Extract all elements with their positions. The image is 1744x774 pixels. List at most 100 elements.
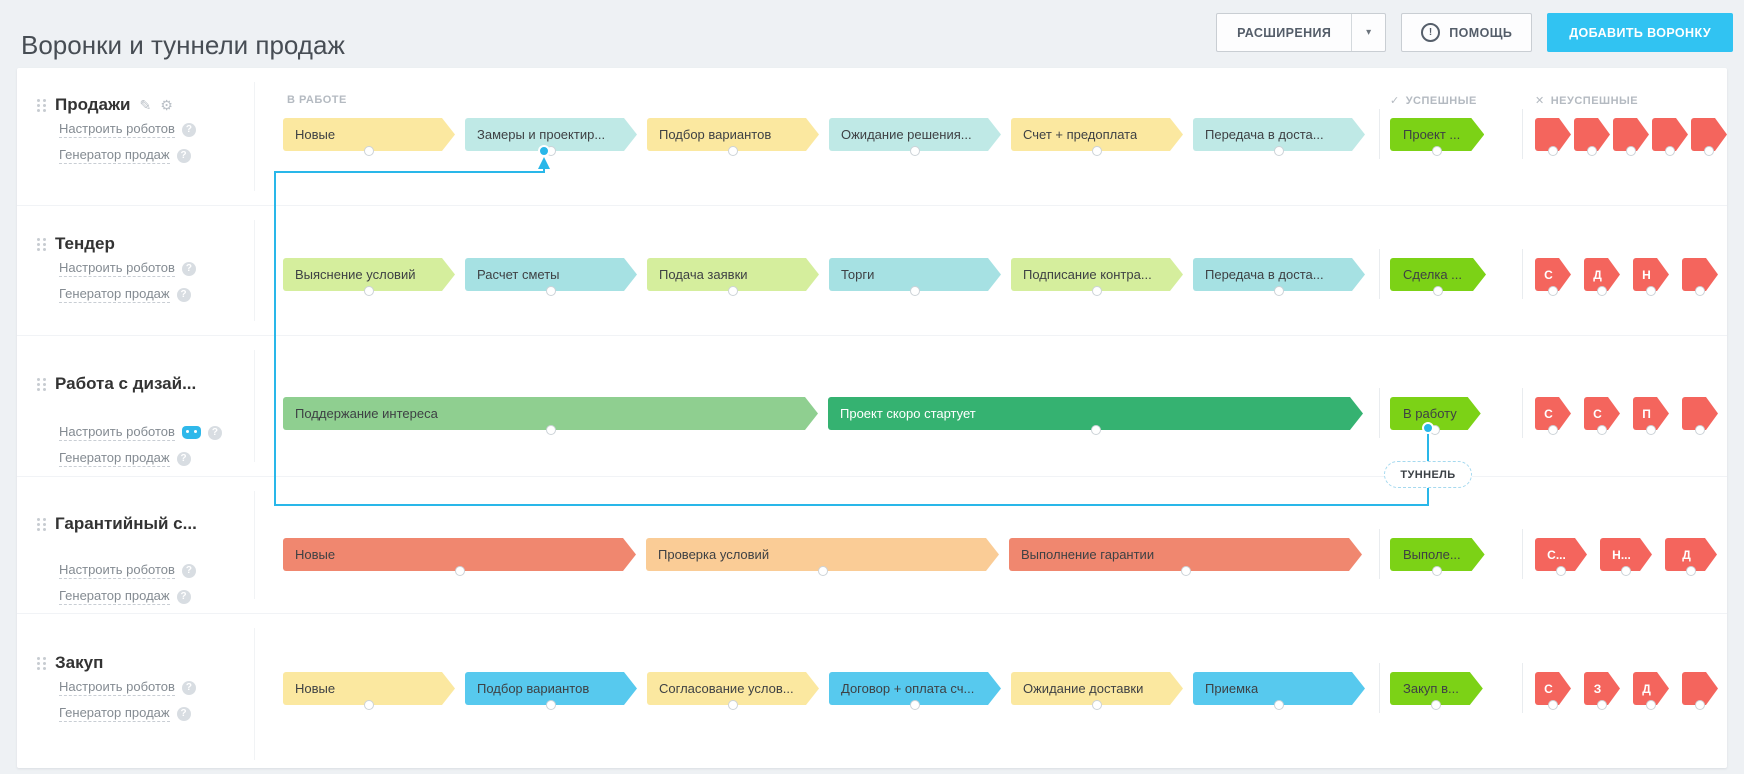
stage-handle[interactable] <box>1274 700 1284 710</box>
help-button[interactable]: ! ПОМОЩЬ <box>1401 13 1533 52</box>
stage-handle[interactable] <box>1433 286 1443 296</box>
stage-chevron[interactable]: Новые <box>283 118 455 151</box>
drag-handle-icon[interactable] <box>37 517 46 532</box>
drag-handle-icon[interactable] <box>37 237 46 252</box>
settings-gear-icon[interactable]: ⚙ <box>160 96 173 113</box>
stage-handle[interactable] <box>1431 700 1442 710</box>
success-stage-chevron[interactable]: Закуп в... <box>1390 672 1483 705</box>
stage-handle[interactable] <box>545 425 556 435</box>
stage-handle[interactable] <box>1548 286 1558 296</box>
drag-handle-icon[interactable] <box>37 98 46 113</box>
stage-handle[interactable] <box>364 146 374 156</box>
stage-handle[interactable] <box>1274 146 1284 156</box>
help-badge-icon[interactable]: ? <box>176 589 191 604</box>
help-badge-icon[interactable]: ? <box>176 451 191 466</box>
help-badge-icon[interactable]: ? <box>207 425 222 440</box>
stage-handle[interactable] <box>817 566 828 576</box>
stage-handle[interactable] <box>910 146 920 156</box>
stage-handle[interactable] <box>1548 700 1558 710</box>
robots-link[interactable]: Настроить роботов <box>59 260 175 277</box>
stage-chevron[interactable]: Договор + оплата сч... <box>829 672 1001 705</box>
stage-handle[interactable] <box>1180 566 1191 576</box>
stage-handle[interactable] <box>546 286 556 296</box>
stage-handle[interactable] <box>728 700 738 710</box>
stage-handle[interactable] <box>1274 286 1284 296</box>
sales-generator-link[interactable]: Генератор продаж <box>59 450 170 467</box>
stage-chevron[interactable]: Передача в доста... <box>1193 118 1365 151</box>
stage-handle[interactable] <box>546 700 556 710</box>
stage-handle[interactable] <box>728 146 738 156</box>
help-badge-icon[interactable]: ? <box>176 148 191 163</box>
stage-handle[interactable] <box>728 286 738 296</box>
sales-generator-link[interactable]: Генератор продаж <box>59 147 170 164</box>
stage-handle[interactable] <box>1432 566 1443 576</box>
stage-chevron[interactable]: Подбор вариантов <box>465 672 637 705</box>
stage-chevron[interactable]: Приемка <box>1193 672 1365 705</box>
robots-link[interactable]: Настроить роботов <box>59 562 175 579</box>
stage-handle[interactable] <box>1597 286 1607 296</box>
sales-generator-link[interactable]: Генератор продаж <box>59 705 170 722</box>
success-stage-chevron[interactable]: Выполе... <box>1390 538 1485 571</box>
success-stage-chevron[interactable]: Проект ... <box>1390 118 1484 151</box>
stage-chevron[interactable]: Согласование услов... <box>647 672 819 705</box>
stage-handle[interactable] <box>1432 146 1443 156</box>
stage-handle[interactable] <box>910 700 920 710</box>
stage-handle[interactable] <box>1646 700 1656 710</box>
help-badge-icon[interactable]: ? <box>181 563 196 578</box>
stage-handle[interactable] <box>1587 146 1597 156</box>
stage-handle[interactable] <box>1695 425 1705 435</box>
stage-handle[interactable] <box>1686 566 1696 576</box>
drag-handle-icon[interactable] <box>37 377 46 392</box>
stage-chevron[interactable]: Выполнение гарантии <box>1009 538 1362 571</box>
drag-handle-icon[interactable] <box>37 656 46 671</box>
stage-chevron[interactable]: Ожидание доставки <box>1011 672 1183 705</box>
extensions-button[interactable]: РАСШИРЕНИЯ ▾ <box>1216 13 1387 52</box>
stage-chevron[interactable]: Ожидание решения... <box>829 118 1001 151</box>
stage-handle[interactable] <box>546 146 556 156</box>
stage-handle[interactable] <box>454 566 465 576</box>
stage-handle[interactable] <box>1621 566 1631 576</box>
stage-handle[interactable] <box>1548 146 1558 156</box>
stage-handle[interactable] <box>1430 425 1441 435</box>
help-badge-icon[interactable]: ? <box>176 287 191 302</box>
robots-link[interactable]: Настроить роботов <box>59 121 175 138</box>
robots-link[interactable]: Настроить роботов <box>59 424 175 441</box>
robots-link[interactable]: Настроить роботов <box>59 679 175 696</box>
stage-chevron[interactable]: Замеры и проектир... <box>465 118 637 151</box>
stage-handle[interactable] <box>364 286 374 296</box>
stage-handle[interactable] <box>1092 286 1102 296</box>
stage-handle[interactable] <box>1704 146 1714 156</box>
stage-handle[interactable] <box>1695 286 1705 296</box>
stage-handle[interactable] <box>1597 700 1607 710</box>
stage-handle[interactable] <box>364 700 374 710</box>
stage-handle[interactable] <box>1092 146 1102 156</box>
stage-handle[interactable] <box>1548 425 1558 435</box>
stage-handle[interactable] <box>1556 566 1566 576</box>
failed-stage-chevron[interactable]: Д <box>1665 538 1717 571</box>
help-badge-icon[interactable]: ? <box>181 680 196 695</box>
stage-handle[interactable] <box>1090 425 1101 435</box>
stage-chevron[interactable]: Подбор вариантов <box>647 118 819 151</box>
stage-handle[interactable] <box>1695 700 1705 710</box>
stage-chevron[interactable]: Проверка условий <box>646 538 999 571</box>
stage-handle[interactable] <box>1597 425 1607 435</box>
failed-stage-chevron[interactable]: Н... <box>1600 538 1652 571</box>
stage-handle[interactable] <box>1626 146 1636 156</box>
failed-stage-chevron[interactable]: С... <box>1535 538 1587 571</box>
stage-chevron[interactable]: Новые <box>283 672 455 705</box>
add-funnel-button[interactable]: ДОБАВИТЬ ВОРОНКУ <box>1547 13 1733 52</box>
chevron-down-icon[interactable]: ▾ <box>1351 14 1385 51</box>
stage-handle[interactable] <box>910 286 920 296</box>
stage-handle[interactable] <box>1646 286 1656 296</box>
stage-handle[interactable] <box>1665 146 1675 156</box>
help-badge-icon[interactable]: ? <box>181 261 196 276</box>
sales-generator-link[interactable]: Генератор продаж <box>59 286 170 303</box>
stage-chevron[interactable]: Счет + предоплата <box>1011 118 1183 151</box>
stage-handle[interactable] <box>1646 425 1656 435</box>
help-badge-icon[interactable]: ? <box>181 122 196 137</box>
help-badge-icon[interactable]: ? <box>176 706 191 721</box>
sales-generator-link[interactable]: Генератор продаж <box>59 588 170 605</box>
stage-handle[interactable] <box>1092 700 1102 710</box>
tunnel-badge[interactable]: ТУННЕЛЬ <box>1384 461 1472 488</box>
stage-chevron[interactable]: Новые <box>283 538 636 571</box>
